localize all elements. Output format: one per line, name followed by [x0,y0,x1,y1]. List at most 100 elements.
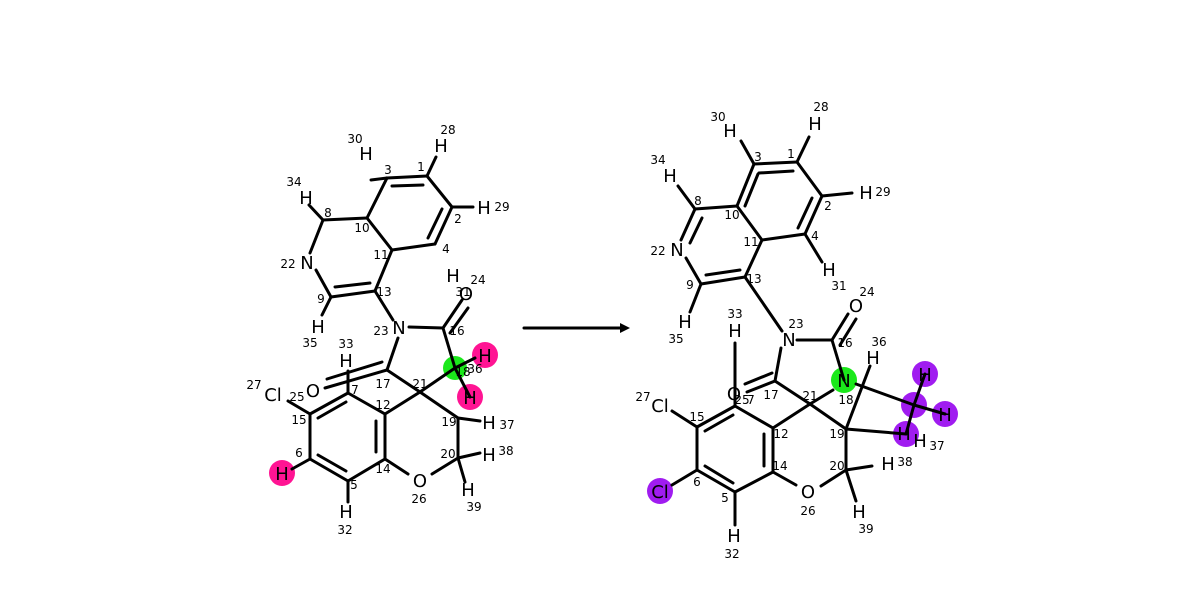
atom-label: O [801,482,815,503]
bond [290,457,312,471]
atom-index: 19 [441,415,456,429]
bond [844,364,872,431]
bond [308,218,325,255]
atom-index: 31 [831,279,846,293]
bond [316,400,348,420]
bond [735,204,764,242]
atom-index: 31 [455,285,470,299]
atom-index: 16 [449,324,464,338]
bond [699,275,747,286]
bond [308,391,350,416]
atom-index: 24 [470,273,485,287]
atom-label: H [461,480,475,501]
bond [453,356,477,370]
bond [365,216,394,252]
bond [703,413,735,433]
atom-label: H [477,198,491,219]
atom-index: 21 [802,389,817,403]
bond [854,382,916,407]
bond-lines [286,155,482,504]
bond [743,172,760,208]
bond [441,298,464,330]
atom-index: 38 [897,455,912,469]
bond [684,256,703,286]
bond [390,183,425,188]
bond [773,346,783,383]
highlight-circle [647,478,673,504]
atom-index: 14 [772,459,787,473]
atom-label: H [852,502,866,523]
bond [743,371,774,386]
bond [773,379,812,406]
atom-index: 25 [289,390,304,404]
atom-index: 6 [295,446,303,460]
atom-index: 20 [440,447,455,461]
atom-label: H [478,346,492,367]
atom-label: H [808,114,822,135]
bond [912,403,947,416]
atom-index: 20 [829,459,844,473]
atom-index: 4 [442,242,450,256]
atom-label: H [339,351,353,372]
bond [365,176,389,220]
atom-label: H [938,405,952,426]
atom-index: 36 [467,362,482,376]
atom-index: 28 [440,123,455,137]
atom-label: O [727,384,741,405]
atom-index: 21 [412,377,427,391]
atom-index: 8 [324,206,332,220]
bond [771,470,798,487]
atom-index: 12 [375,398,390,412]
bond [425,174,454,209]
bond [844,464,874,472]
atom-label: H [463,388,477,409]
atom-label: H [482,445,496,466]
bond [385,368,422,394]
atom-label: H [897,424,911,445]
bond [453,366,472,399]
atom-index: 27 [246,378,261,392]
bond [373,248,394,293]
atom-label: H [918,365,932,386]
atom-label: O [306,381,320,402]
atom-index: 23 [373,324,388,338]
bond [695,468,737,494]
bond [803,194,824,236]
bond [808,388,835,406]
atom-label: O [849,296,863,317]
atom-index: 29 [494,200,509,214]
atom-index: 14 [375,462,390,476]
atom-label: H [359,144,373,165]
atom-index: 10 [724,208,739,222]
bond [796,196,814,230]
bond [448,306,470,335]
atom-label: H [728,321,742,342]
atom-index: 9 [317,292,325,306]
atom-index: 15 [689,410,704,424]
atom-index: 33 [727,307,742,321]
atom-index: 36 [871,335,886,349]
bond [735,162,756,208]
bond [433,205,454,246]
bond [456,416,482,423]
atom-index: 33 [338,337,353,351]
bond [808,402,848,431]
atom-label: H [663,166,677,187]
atom-index: 18 [455,365,470,379]
atom-index: 39 [858,522,873,536]
atom-index: 39 [466,500,481,514]
arrow-head [620,323,630,333]
bond [346,457,387,483]
bond [286,399,312,416]
bond [676,184,697,211]
bond [373,289,395,322]
bond [670,409,699,429]
atom-label: H [311,317,325,338]
reactant-molecule: H 28 1 2 H 29 H 30 3 4 H 31 H 34 8 10 11… [246,123,514,537]
bond [314,268,333,299]
atom-index: 13 [746,272,761,286]
bond [743,275,784,333]
bond [383,457,410,476]
atom-label: N [670,240,683,261]
